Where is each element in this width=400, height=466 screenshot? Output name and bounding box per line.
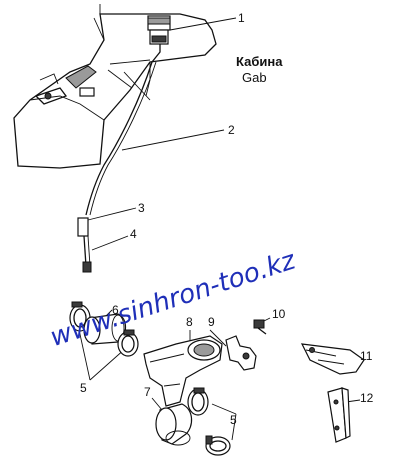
mounting-plate (327, 387, 351, 443)
callout-leaders (75, 17, 361, 441)
reservoir (147, 15, 171, 63)
callout-6: 6 (112, 303, 119, 317)
callout-11: 11 (360, 349, 373, 363)
elbow (155, 403, 193, 446)
caption-subtitle: Gab (242, 70, 267, 85)
callout-7: 7 (144, 385, 151, 399)
callout-4: 4 (130, 227, 137, 241)
hose-lower (77, 217, 92, 273)
filter-housing (300, 343, 365, 375)
caption-title: Кабина (236, 54, 283, 69)
bracket (225, 335, 257, 371)
bolt (253, 319, 267, 335)
callout-5-lower: 5 (230, 413, 237, 427)
cab-body (13, 4, 217, 169)
watermark: www.sinhron-too.kz (47, 245, 301, 353)
clamp-lower-1 (187, 387, 209, 416)
callout-2: 2 (228, 123, 235, 137)
cab-handle (34, 65, 97, 105)
clamp-lower-2 (205, 435, 231, 456)
callout-1: 1 (238, 11, 245, 25)
callout-9: 9 (208, 315, 215, 329)
callout-3: 3 (138, 201, 145, 215)
clamp-left-2 (117, 329, 139, 357)
manifold (143, 335, 223, 407)
callout-8: 8 (186, 315, 193, 329)
hose (85, 61, 157, 216)
callout-10: 10 (272, 307, 286, 321)
callout-5-upper: 5 (80, 381, 87, 395)
callout-12: 12 (360, 391, 374, 405)
